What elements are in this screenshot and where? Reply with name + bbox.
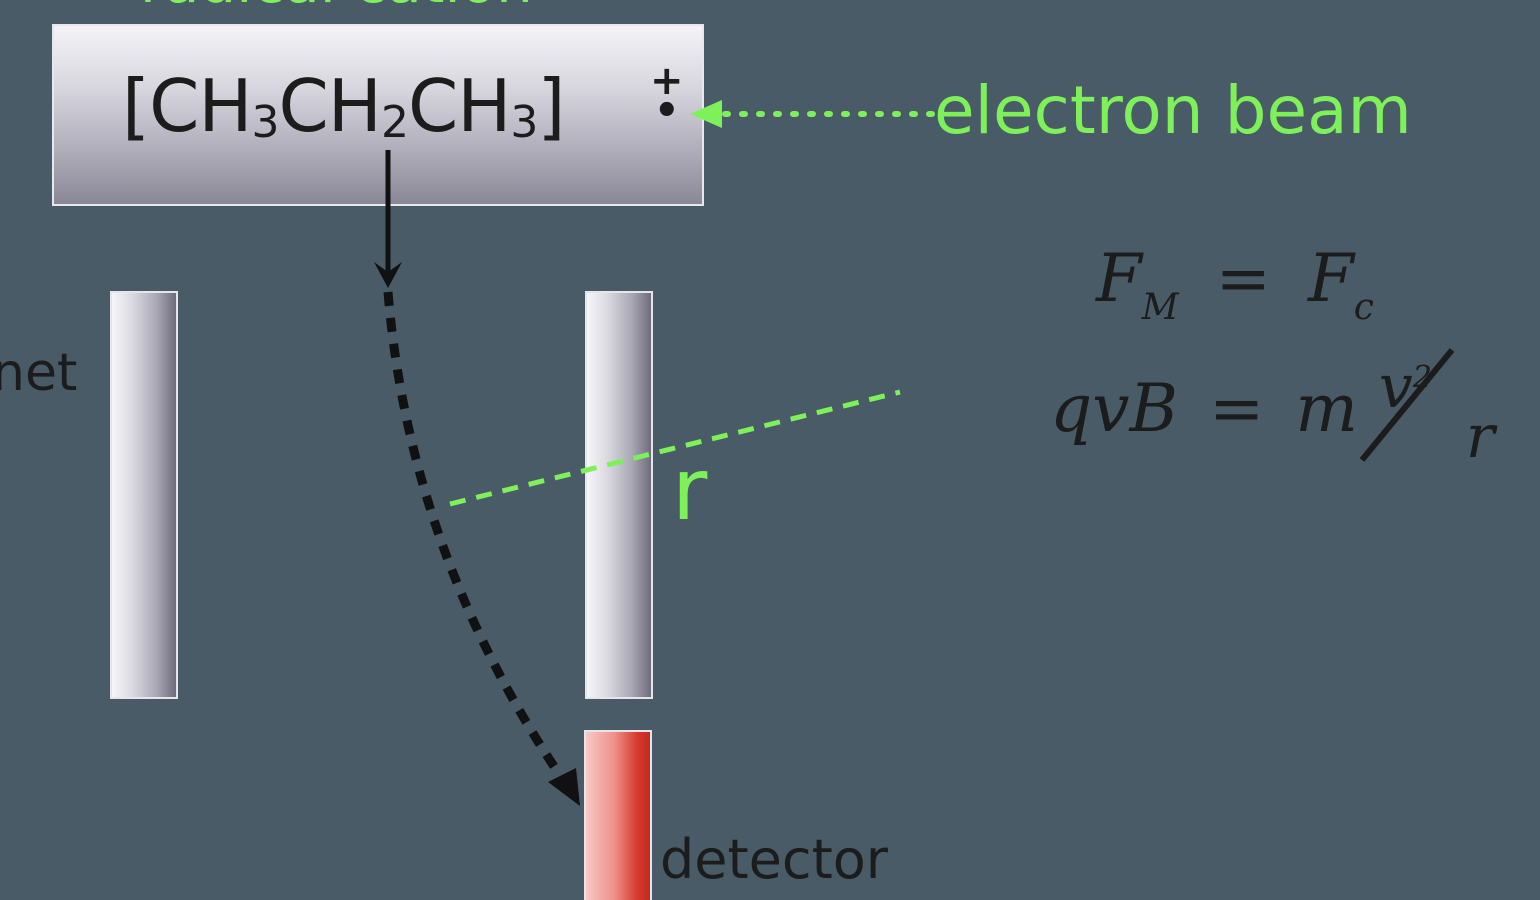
- radius-line: [449, 389, 901, 507]
- formula-part: CH: [278, 64, 382, 148]
- formula-part: [CH: [122, 64, 253, 148]
- detector-label: detector: [660, 828, 888, 891]
- magnet-plate-right: [585, 291, 653, 699]
- radical-cation-charge: + •: [650, 58, 684, 134]
- ion-source-box: [CH3CH2CH3] + •: [52, 24, 704, 206]
- radius-label: r: [672, 440, 708, 540]
- electron-beam-arrowhead: [690, 100, 722, 128]
- eq2-numerator: v2: [1379, 352, 1432, 422]
- ion-trajectory: [383, 291, 574, 793]
- eq2-lhs: qvB: [1050, 370, 1179, 447]
- formula-part: CH: [407, 64, 511, 148]
- propane-radical-cation-formula: [CH3CH2CH3]: [122, 64, 565, 148]
- eq1-rhs-subscript: c: [1353, 287, 1374, 328]
- radical-dot: •: [653, 88, 680, 134]
- eq1-rhs: F: [1307, 240, 1354, 317]
- trajectory-arrowhead: [548, 768, 580, 806]
- formula-subscript: 3: [510, 97, 538, 148]
- radical-cation-heading: radical cation: [140, 0, 533, 16]
- eq2-velocity: v: [1378, 352, 1413, 422]
- force-balance-equation: FM = Fc: [1096, 240, 1374, 326]
- magnetic-force-equation: qvB = m v2 r: [1050, 352, 1495, 472]
- charge-symbol: +: [650, 58, 684, 104]
- eq2-denominator: r: [1465, 402, 1495, 472]
- eq2-mass: m: [1295, 370, 1358, 447]
- eq1-equals: =: [1215, 240, 1271, 317]
- ion-exit-arrowhead: [374, 262, 402, 288]
- eq2-equals: =: [1209, 370, 1265, 447]
- magnet-plate-left: [110, 291, 178, 699]
- eq1-lhs-subscript: M: [1141, 287, 1179, 328]
- magnet-label: net: [0, 343, 78, 403]
- eq1-lhs: F: [1096, 240, 1142, 317]
- formula-part: ]: [537, 64, 565, 148]
- detector-block: [584, 730, 652, 900]
- fraction-slash-line: [1359, 348, 1455, 462]
- electron-beam-label: electron beam: [934, 72, 1412, 149]
- formula-subscript: 3: [251, 97, 280, 148]
- formula-subscript: 2: [380, 97, 409, 148]
